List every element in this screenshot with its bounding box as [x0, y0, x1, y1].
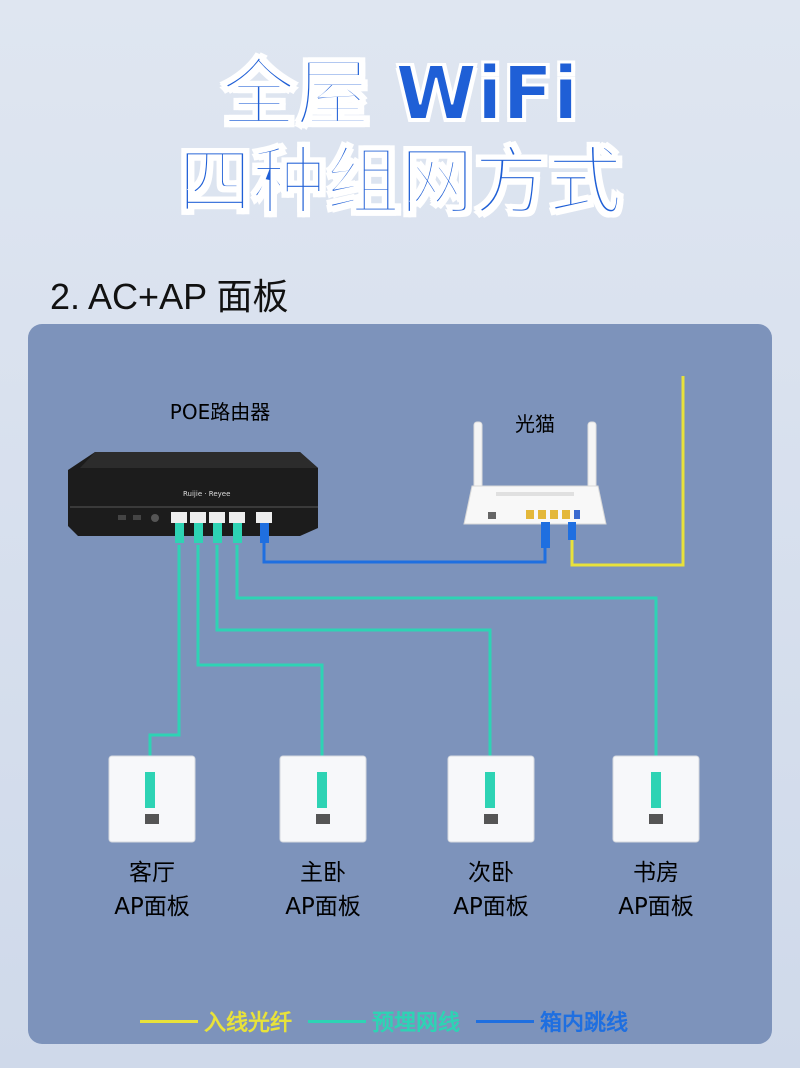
cable-living-room: [148, 545, 181, 772]
ap-panel-master-bedroom: [279, 755, 367, 843]
ap-panel-living-room: [108, 755, 196, 843]
fiber-line: [570, 376, 685, 567]
legend-item-fiber: 入线光纤: [140, 1005, 292, 1037]
modem-label: 光猫: [515, 412, 555, 436]
patch-cable-line: [262, 543, 547, 564]
legend-swatch-embedded-cable: [308, 1019, 367, 1023]
poe-router: Ruijie · Reyee: [68, 452, 318, 543]
section-subtitle: 2. AC+AP 面板: [50, 276, 289, 317]
legend-swatch-patch-cable: [476, 1019, 535, 1023]
router-label: POE路由器: [169, 400, 271, 424]
optical-modem: [463, 421, 607, 548]
cable-master-bedroom: [196, 545, 324, 772]
legend: 入线光纤 预埋网线 箱内跳线: [140, 1006, 700, 1036]
cable-study: [235, 545, 658, 772]
router-brand-text: Ruijie · Reyee: [183, 490, 230, 498]
diagram-panel: [28, 324, 772, 1044]
title-line-1: 全屋 WiFi: [221, 51, 580, 137]
legend-item-embedded-cable: 预埋网线: [308, 1005, 460, 1037]
ap-panel-study: [612, 755, 700, 843]
title-line-2: 四种组网方式: [177, 139, 623, 225]
ap-panel-second-bedroom: [447, 755, 535, 843]
legend-item-patch-cable: 箱内跳线: [476, 1005, 628, 1037]
cable-second-bedroom: [215, 545, 492, 772]
legend-swatch-fiber: [140, 1019, 198, 1023]
